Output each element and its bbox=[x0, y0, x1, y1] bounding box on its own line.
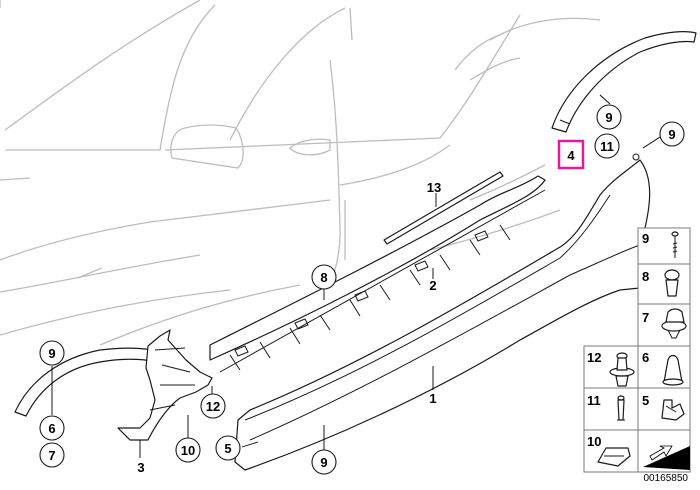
pin-icon bbox=[617, 395, 625, 421]
trim-strip-13 bbox=[383, 171, 504, 245]
rear-wheel-arch-trim bbox=[551, 31, 697, 133]
legend-number-8: 8 bbox=[642, 269, 649, 284]
callout-circle-11-top bbox=[594, 133, 620, 159]
side-sill-panel bbox=[234, 153, 651, 471]
callout-circle-12-mid bbox=[200, 393, 226, 419]
legend-number-6: 6 bbox=[642, 350, 649, 365]
mounting-bracket-3 bbox=[117, 329, 213, 441]
callout-9-right: 9 bbox=[668, 127, 675, 142]
legend-box-12 bbox=[583, 345, 639, 389]
legend-number-9: 9 bbox=[642, 231, 649, 246]
callout-6-left: 6 bbox=[48, 421, 55, 436]
callout-9-top: 9 bbox=[605, 110, 612, 125]
callout-7-left: 7 bbox=[48, 448, 55, 463]
sheet-metal-nut-icon bbox=[597, 447, 631, 467]
callout-5-mid: 5 bbox=[224, 441, 231, 456]
callout-11-top: 11 bbox=[600, 139, 614, 154]
legend-box-11 bbox=[583, 387, 639, 431]
callout-circle-9-bottom bbox=[311, 449, 337, 475]
screw-icon bbox=[671, 231, 679, 258]
callout-13: 13 bbox=[427, 180, 441, 195]
fastener-legend: 9 8 7 12 6 11 5 10 bbox=[583, 227, 691, 473]
leader-lines bbox=[51, 94, 661, 458]
callout-9-bottom: 9 bbox=[320, 455, 327, 470]
callout-2: 2 bbox=[429, 278, 436, 293]
legend-number-10: 10 bbox=[587, 434, 601, 449]
callout-1: 1 bbox=[429, 391, 436, 406]
expansion-rivet-icon bbox=[609, 352, 635, 387]
sill-support-bracket bbox=[209, 175, 546, 373]
legend-box-9 bbox=[637, 227, 691, 265]
callout-3: 3 bbox=[137, 460, 144, 475]
spring-clip-icon bbox=[661, 399, 685, 421]
callout-10-mid: 10 bbox=[181, 443, 195, 458]
callout-circle-10-mid bbox=[175, 437, 201, 463]
plug-rivet-icon bbox=[664, 269, 680, 297]
callout-circle-9-right bbox=[659, 121, 685, 147]
legend-box-8 bbox=[637, 263, 691, 305]
callouts: 9 11 4 9 13 2 8 1 9 6 7 3 12 10 bbox=[39, 104, 685, 475]
callout-circle-7-left bbox=[39, 442, 65, 468]
highlight-box-4 bbox=[557, 139, 585, 170]
legend-number-5: 5 bbox=[642, 393, 649, 408]
callout-circle-6-left bbox=[39, 415, 65, 441]
diagram-id: 00165850 bbox=[643, 473, 689, 484]
legend-number-12: 12 bbox=[587, 350, 601, 365]
callout-circle-9-left bbox=[39, 340, 65, 366]
clip-nut-icon bbox=[662, 354, 684, 386]
callout-circle-8 bbox=[311, 264, 337, 290]
callout-9-left: 9 bbox=[48, 346, 55, 361]
callout-4-highlight: 4 bbox=[567, 148, 575, 163]
car-body-outline bbox=[0, 0, 601, 346]
legend-number-7: 7 bbox=[642, 310, 649, 325]
callout-8: 8 bbox=[320, 270, 327, 285]
legend-number-11: 11 bbox=[587, 393, 601, 408]
push-clip-icon bbox=[661, 308, 687, 339]
callout-12-mid: 12 bbox=[206, 399, 220, 414]
direction-arrow-icon bbox=[643, 445, 690, 470]
callout-circle-9-top bbox=[596, 104, 622, 130]
callout-circle-5-mid bbox=[215, 435, 241, 461]
